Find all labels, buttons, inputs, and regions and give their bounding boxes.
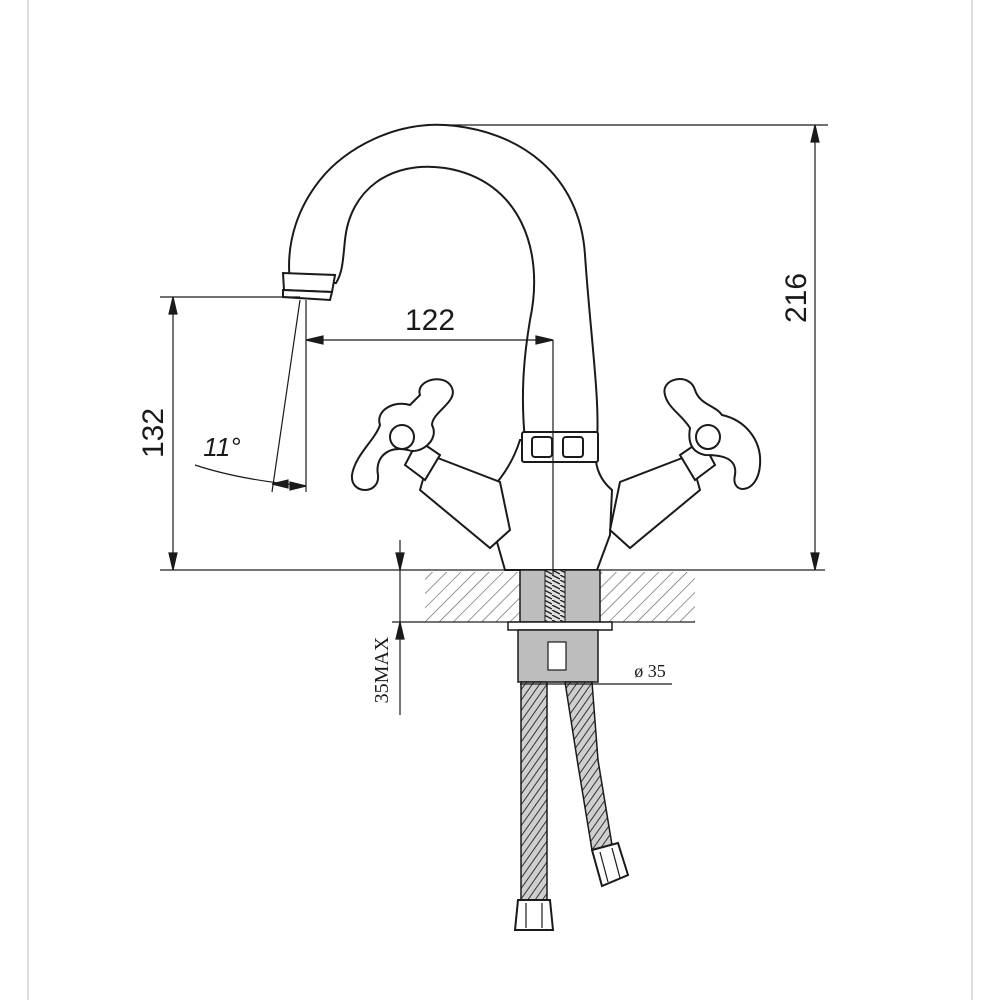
dimension-label-diameter: ø 35 <box>634 661 666 681</box>
dimension-spout-reach <box>305 300 554 492</box>
right-handle <box>608 378 762 550</box>
dimension-label-216: 216 <box>780 273 813 323</box>
faucet-body <box>488 431 614 571</box>
mounting-shank <box>507 569 613 683</box>
left-handle <box>350 378 512 550</box>
sheet-border <box>27 0 973 1000</box>
dimension-label-angle: 11° <box>203 432 240 462</box>
countertop <box>160 569 825 623</box>
dimension-angle <box>194 299 307 493</box>
supply-hoses <box>513 681 630 931</box>
dimension-label-132: 132 <box>137 408 170 458</box>
dimension-label-122: 122 <box>405 304 455 337</box>
dimension-spout-height <box>160 296 300 571</box>
dimension-counter-thickness <box>392 540 425 715</box>
dimension-total-height <box>445 124 828 571</box>
dimension-label-35max: 35MAX <box>371 636 393 703</box>
